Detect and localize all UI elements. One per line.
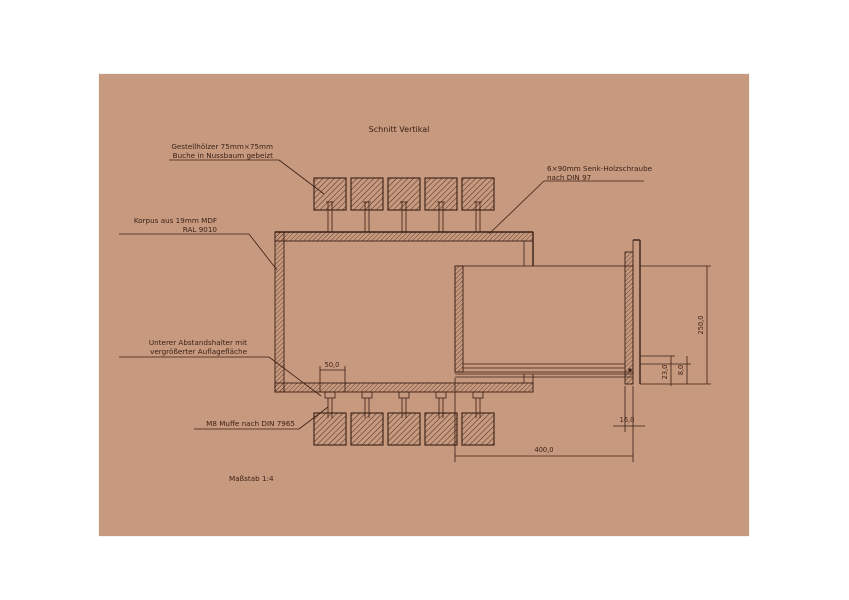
label-schraube-1: 6×90mm Senk-Holzschraube	[547, 164, 653, 173]
label-abstandshalter-2: vergrößerter Auflagefläche	[150, 347, 247, 356]
bottom-block-5	[461, 412, 495, 446]
drawing-title: Schnitt Vertikal	[369, 125, 430, 134]
drawer-outline	[454, 265, 634, 373]
label-schraube-2: nach DIN 97	[547, 173, 591, 182]
dim-23: 23,0	[661, 365, 669, 380]
label-muffe: M8 Muffe nach DIN 7965	[206, 419, 295, 428]
label-gestellholzer-2: Buche in Nussbaum gebeizt	[173, 151, 274, 160]
bottom-block-4	[424, 412, 458, 446]
dim-50: 50,0	[325, 361, 340, 369]
dimension-lines	[319, 265, 711, 462]
korpus-top-wall	[274, 231, 534, 242]
drawer-back-wall	[454, 265, 464, 373]
label-gestellholzer-1: Gestellhölzer 75mm×75mm	[171, 142, 273, 151]
dim-8: 8,0	[677, 365, 685, 376]
bottom-block-1	[313, 412, 347, 446]
top-block-1	[313, 177, 347, 211]
drawing-sheet: Schnitt Vertikal	[99, 74, 749, 536]
top-screws	[326, 201, 482, 232]
leader-lines	[119, 159, 644, 430]
top-block-3	[387, 177, 421, 211]
dim-400: 400,0	[535, 446, 554, 454]
label-scale: Maßstab 1:4	[229, 474, 274, 483]
technical-drawing: Schnitt Vertikal	[119, 125, 711, 483]
dim-250: 250,0	[697, 316, 705, 335]
korpus-left-wall	[274, 231, 285, 393]
drawer-front-panel	[624, 251, 634, 385]
dim-16: 16,0	[620, 416, 635, 424]
top-block-4	[424, 177, 458, 211]
label-korpus-2: RAL 9010	[183, 225, 218, 234]
label-abstandshalter-1: Unterer Abstandshalter mit	[149, 338, 247, 347]
top-frame-blocks	[313, 177, 495, 211]
bottom-block-2	[350, 412, 384, 446]
bottom-block-3	[387, 412, 421, 446]
drawer	[454, 239, 641, 385]
top-block-2	[350, 177, 384, 211]
label-korpus-1: Korpus aus 19mm MDF	[134, 216, 217, 225]
bottom-frame-blocks	[313, 412, 495, 446]
top-block-5	[461, 177, 495, 211]
